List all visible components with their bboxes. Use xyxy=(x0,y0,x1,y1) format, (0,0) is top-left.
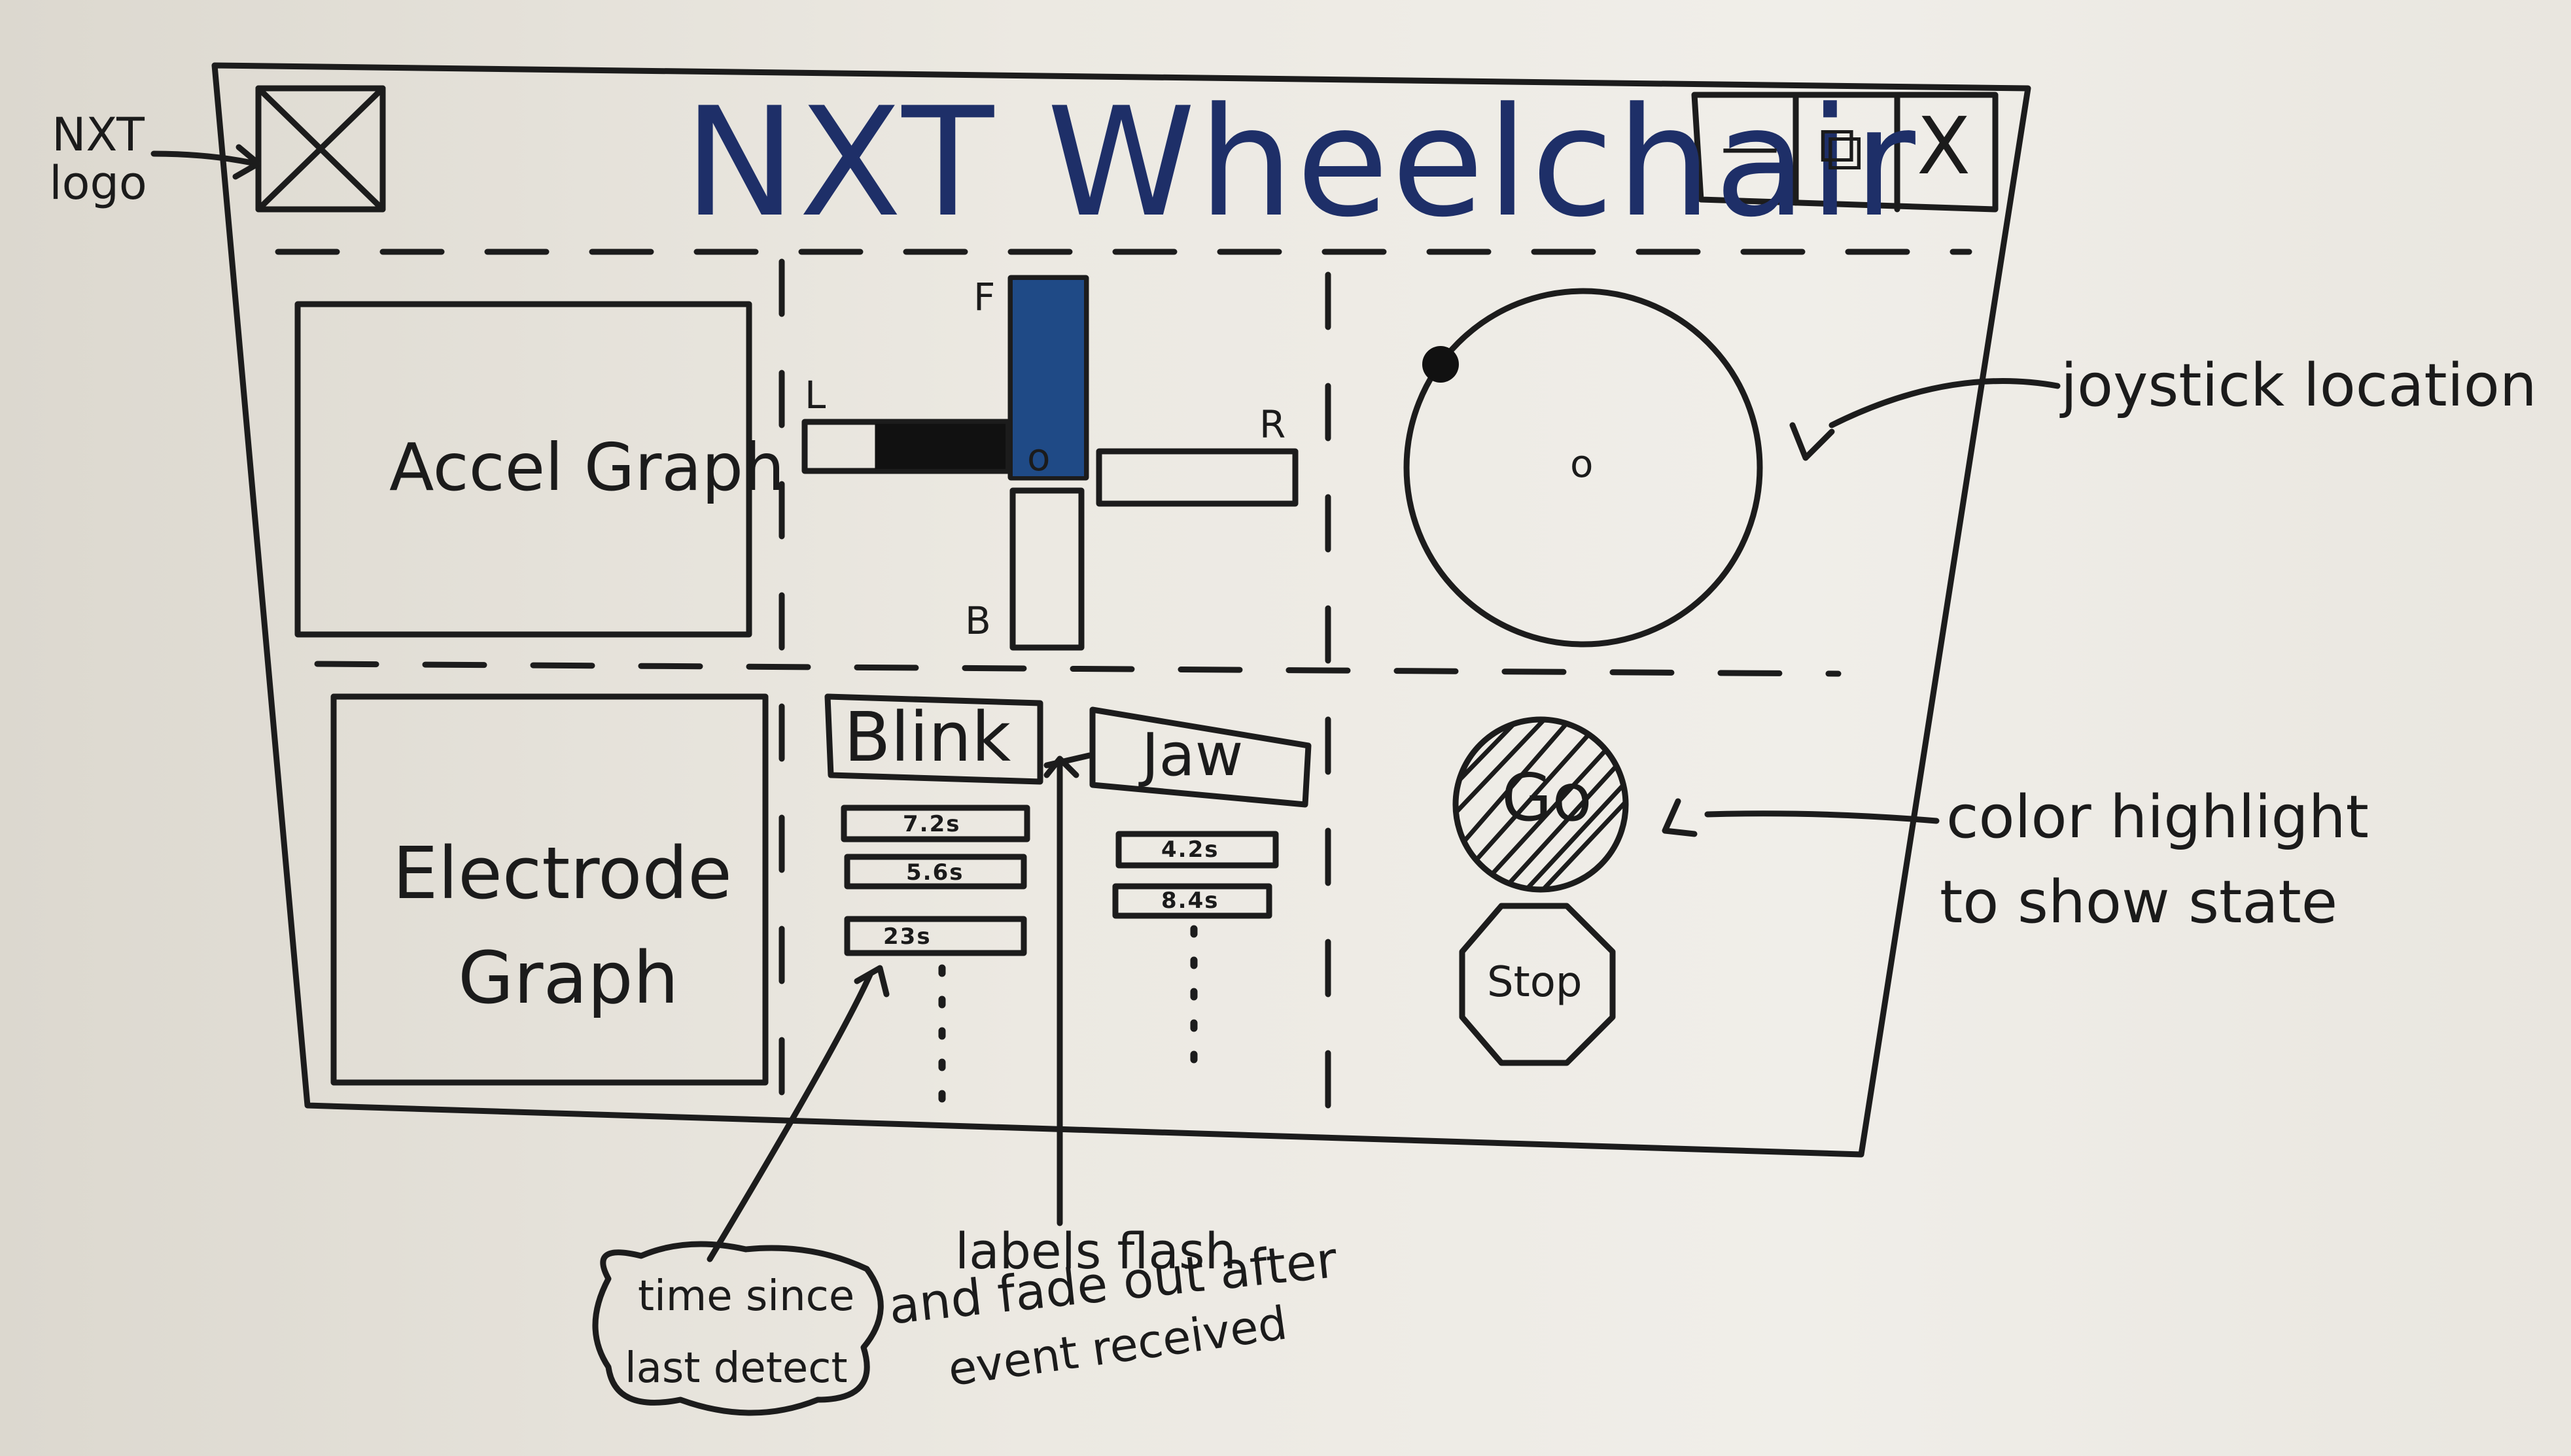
direction-front-label: F xyxy=(973,275,996,319)
time-annotation-2: last detect xyxy=(625,1344,848,1393)
color-annotation-1: color highlight xyxy=(1946,783,2369,852)
direction-right-label: R xyxy=(1259,402,1286,447)
color-annotation-2: to show state xyxy=(1940,868,2338,937)
joystick-dot xyxy=(1422,346,1459,383)
left-fill xyxy=(875,424,1006,469)
maximize-button[interactable]: ⧉ xyxy=(1799,98,1894,203)
divider-h xyxy=(314,661,1842,677)
close-button[interactable]: X xyxy=(1900,98,1992,206)
close-icon: X xyxy=(1917,101,1971,192)
stop-label: Stop xyxy=(1487,958,1583,1007)
stop-octagon xyxy=(1459,903,1616,1066)
forward-fill xyxy=(1013,280,1084,476)
blink-time-1: 7.2s xyxy=(903,811,961,837)
jaw-label: Jaw xyxy=(1142,721,1244,789)
logo-icon xyxy=(255,85,386,213)
joystick-center: o xyxy=(1570,442,1594,486)
joystick-circle xyxy=(1403,288,1763,648)
electrode-graph-label-2: Graph xyxy=(458,936,679,1020)
accel-graph-label: Accel Graph xyxy=(389,429,785,506)
logo-annotation-label: NXT logo xyxy=(49,108,147,210)
blink-label: Blink xyxy=(844,697,1011,777)
maximize-icon: ⧉ xyxy=(1819,113,1863,184)
app-title: NXT Wheelchair xyxy=(684,76,1918,251)
go-circle xyxy=(1452,716,1629,893)
jaw-time-1: 4.2s xyxy=(1161,837,1219,863)
minimize-button[interactable]: — xyxy=(1698,98,1793,199)
go-label: Go xyxy=(1501,759,1592,836)
flash-annotation-1: labels flash xyxy=(955,1222,1236,1280)
joystick-annotation: joystick location xyxy=(2061,351,2537,420)
logo-annotation: NXT logo xyxy=(33,111,164,209)
direction-left-label: L xyxy=(805,373,826,417)
blink-time-3: 23s xyxy=(883,924,932,950)
electrode-graph-label-1: Electrode xyxy=(393,831,732,915)
time-annotation-1: time since xyxy=(638,1272,855,1321)
jaw-time-2: 8.4s xyxy=(1161,888,1219,914)
stop-button[interactable]: Stop xyxy=(1462,906,1613,1063)
minimize-icon: — xyxy=(1721,113,1779,181)
direction-back-label: B xyxy=(965,598,991,643)
blink-time-2: 5.6s xyxy=(906,859,964,886)
annotation-cloud xyxy=(592,1241,884,1416)
direction-center: o xyxy=(1027,435,1051,479)
go-button[interactable]: Go xyxy=(1456,719,1626,890)
window-frame xyxy=(211,62,2031,1158)
